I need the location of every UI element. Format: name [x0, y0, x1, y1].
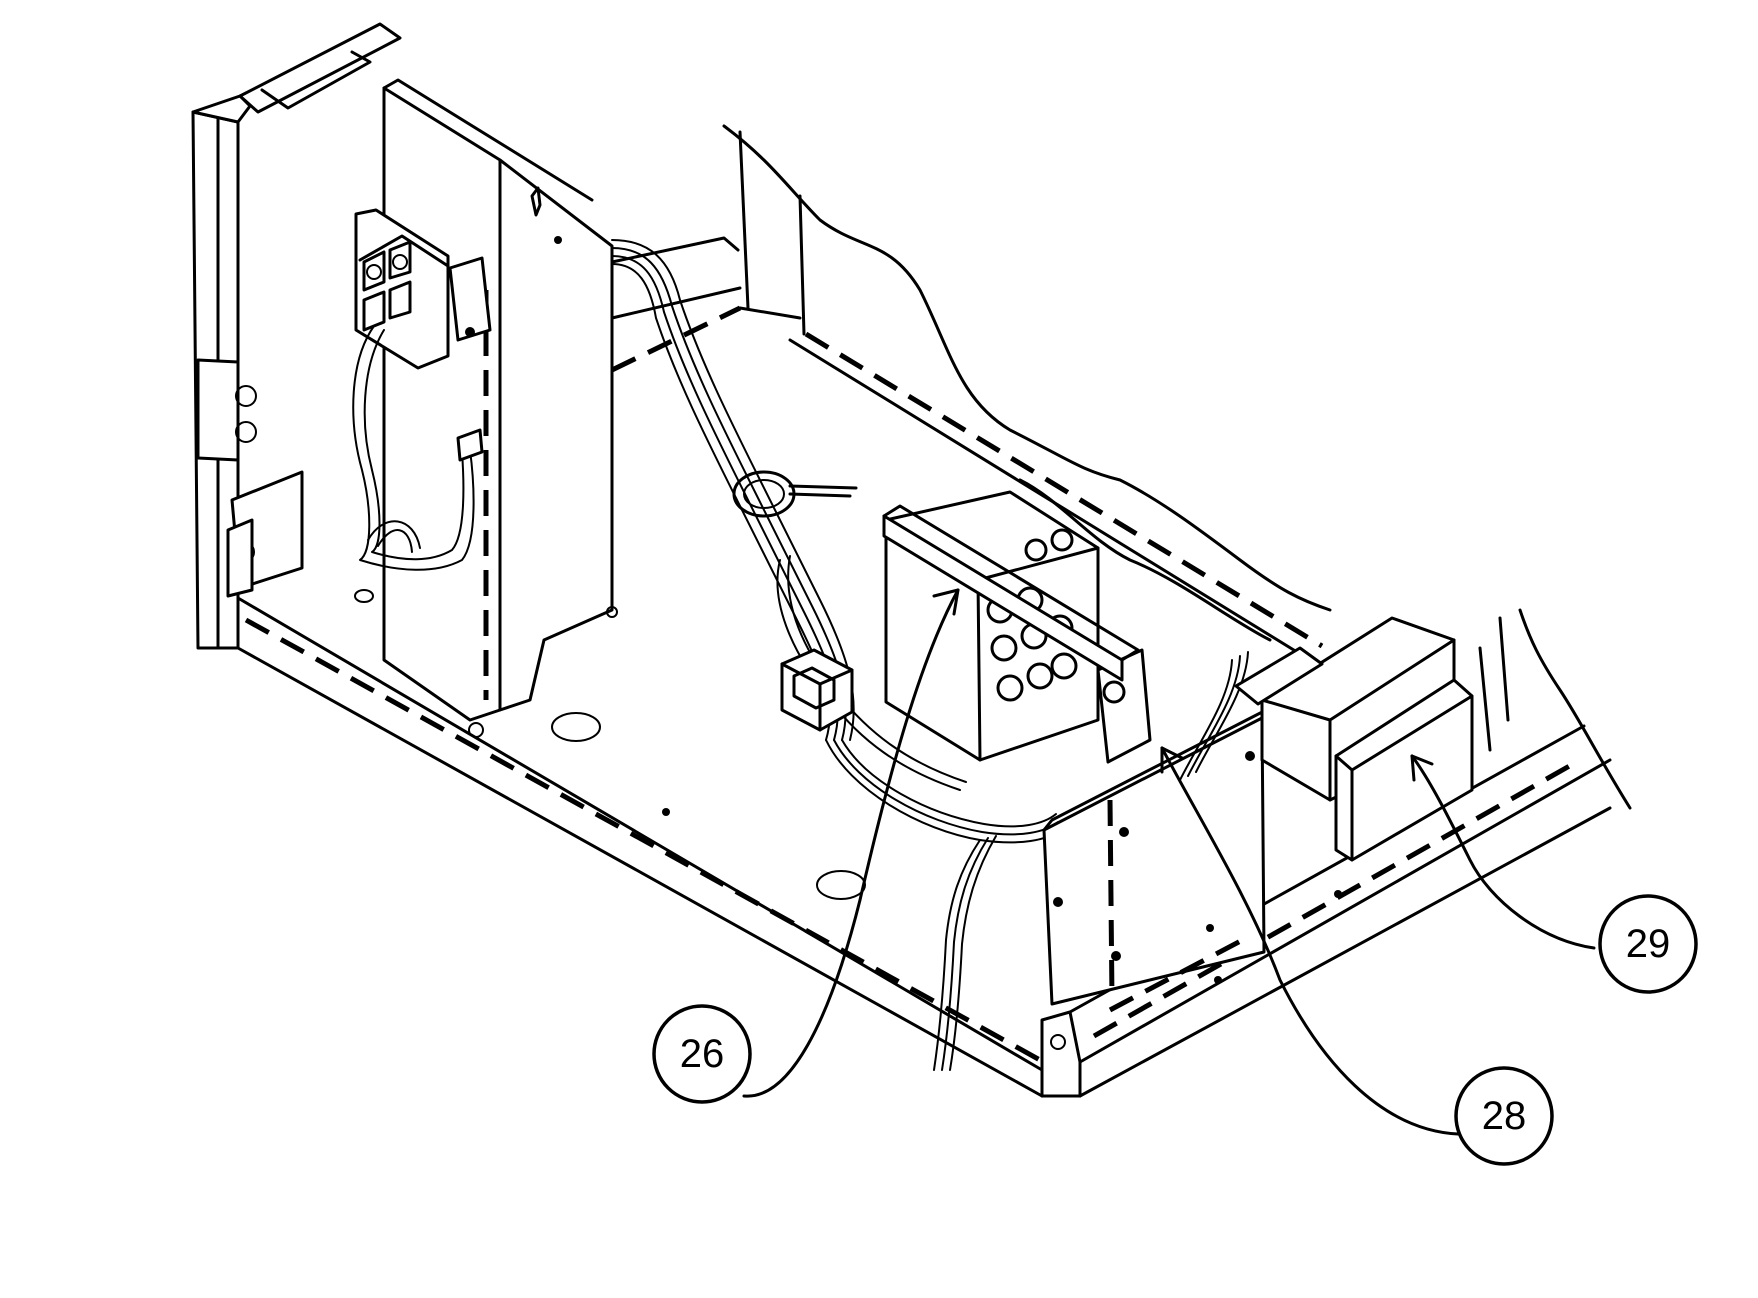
- callout-26: 26: [652, 1004, 752, 1104]
- knockout-bracket: [882, 490, 1152, 764]
- left-wall-brackets: [196, 358, 304, 598]
- callout-26-label: 26: [680, 1032, 725, 1076]
- control-box-housing: [382, 78, 618, 738]
- callout-29: 29: [1598, 894, 1698, 994]
- cable-tie: [732, 470, 858, 518]
- housing-wire-loop: [352, 325, 484, 571]
- plug-connector: [780, 648, 854, 732]
- leader-lines: [742, 588, 1596, 1136]
- transformer-block: [1234, 616, 1474, 862]
- callout-28-label: 28: [1482, 1094, 1527, 1138]
- terminal-block: [354, 208, 492, 370]
- callout-29-label: 29: [1626, 922, 1671, 966]
- rear-panel: [610, 124, 1632, 810]
- front-plate: [1042, 651, 1272, 1013]
- callout-28: 28: [1454, 1066, 1554, 1166]
